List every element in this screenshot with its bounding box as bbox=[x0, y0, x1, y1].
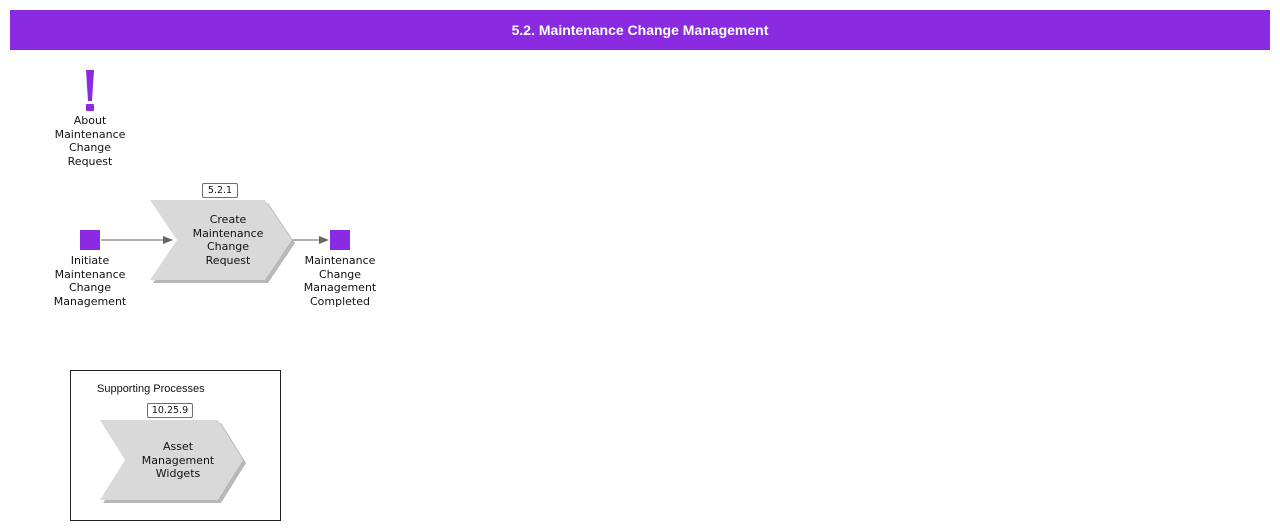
process-id-badge: 5.2.1 bbox=[202, 183, 238, 198]
process-chevron[interactable] bbox=[150, 200, 292, 280]
supporting-process-label: Asset Management Widgets bbox=[141, 440, 215, 480]
exclamation-icon[interactable] bbox=[86, 70, 94, 111]
end-event-label: Maintenance Change Management Completed bbox=[303, 254, 377, 308]
start-event-label: Initiate Maintenance Change Management bbox=[53, 254, 127, 308]
supporting-processes-title: Supporting Processes bbox=[97, 383, 205, 395]
end-event-square[interactable] bbox=[330, 230, 350, 250]
page-title: 5.2. Maintenance Change Management bbox=[10, 10, 1270, 50]
process-label: Create Maintenance Change Request bbox=[192, 213, 264, 267]
about-label: About Maintenance Change Request bbox=[54, 114, 126, 168]
start-event-square[interactable] bbox=[80, 230, 100, 250]
supporting-process-id-badge: 10.25.9 bbox=[147, 403, 193, 418]
supporting-process-chevron[interactable] bbox=[100, 420, 243, 500]
